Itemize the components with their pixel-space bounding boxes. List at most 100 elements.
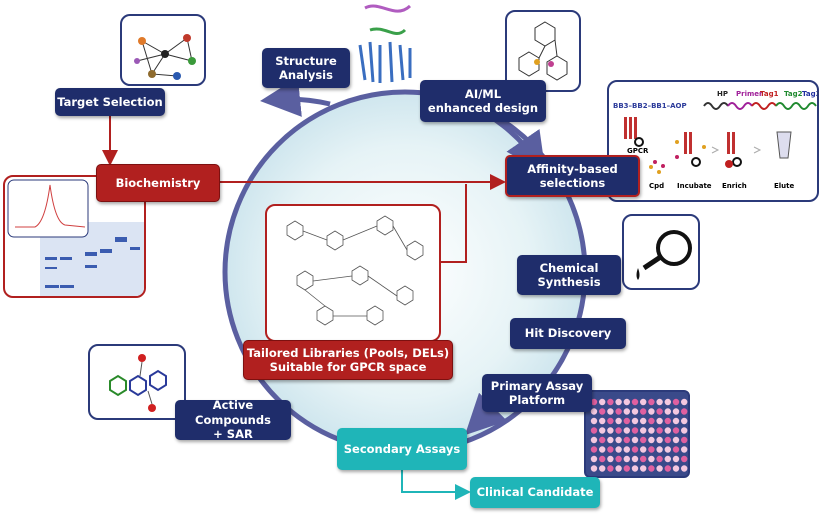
- step-structure-analysis[interactable]: Structure Analysis: [262, 48, 350, 88]
- plate-well: [590, 465, 598, 472]
- plate-well: [648, 408, 655, 415]
- plate-well: [607, 417, 614, 425]
- plate-well: [615, 465, 622, 472]
- plate-well: [656, 398, 663, 406]
- step-active-compounds[interactable]: Active Compounds + SAR: [175, 398, 291, 441]
- plate-well: [623, 398, 630, 406]
- active-compound-image: [88, 344, 186, 420]
- step-biochemistry[interactable]: Biochemistry: [96, 164, 220, 202]
- plate-well: [648, 455, 655, 463]
- plate-well: [672, 398, 680, 406]
- plate-well: [607, 427, 614, 434]
- plate-well: [590, 398, 598, 406]
- plate-well: [664, 455, 671, 463]
- plate-well: [623, 427, 630, 434]
- plate-well: [590, 446, 598, 453]
- plate-well: [681, 427, 688, 434]
- plate-well: [631, 436, 639, 444]
- arrow-secondary-to-clinical: [401, 470, 471, 500]
- plate-well: [664, 417, 671, 425]
- arrow-library-to-affinity: [440, 184, 467, 263]
- plate-well: [640, 446, 647, 453]
- plate-well: [631, 427, 639, 434]
- assay-plate-image: [584, 390, 690, 478]
- plate-well: [672, 436, 680, 444]
- plate-well: [590, 455, 598, 463]
- plate-well: [664, 427, 671, 434]
- plate-well: [648, 398, 655, 406]
- hp-label: HP: [717, 90, 728, 98]
- plate-well: [615, 446, 622, 453]
- plate-well: [623, 408, 630, 415]
- elute-label: Elute: [774, 182, 795, 190]
- plate-well: [623, 417, 630, 425]
- plate-well: [681, 408, 688, 415]
- tag1-label: Tag1: [760, 90, 779, 98]
- plate-well: [631, 455, 639, 463]
- plate-well: [640, 417, 647, 425]
- step-primary-assay[interactable]: Primary Assay Platform: [482, 374, 592, 412]
- step-chemical-synthesis[interactable]: Chemical Synthesis: [517, 255, 621, 295]
- plate-well: [631, 398, 639, 406]
- step-ai-ml-design[interactable]: AI/ML enhanced design: [420, 80, 546, 122]
- plate-well: [599, 446, 606, 453]
- step-clinical-candidate[interactable]: Clinical Candidate: [470, 477, 600, 508]
- plate-well: [656, 427, 663, 434]
- plate-well: [681, 446, 688, 453]
- plate-well: [590, 408, 598, 415]
- plate-well: [664, 446, 671, 453]
- target-network-image: [120, 14, 206, 86]
- plate-well: [640, 455, 647, 463]
- plate-well: [599, 417, 606, 425]
- plate-well: [656, 455, 663, 463]
- plate-well: [599, 398, 606, 406]
- plate-well: [640, 465, 647, 472]
- compound-library-image: [265, 204, 441, 342]
- plate-well: [607, 436, 614, 444]
- plate-well: [607, 455, 614, 463]
- protein-structure-image: [345, 0, 427, 86]
- plate-well: [672, 408, 680, 415]
- plate-well: [656, 436, 663, 444]
- plate-well: [672, 446, 680, 453]
- plate-well: [656, 446, 663, 453]
- plate-well: [623, 465, 630, 472]
- plate-well: [664, 465, 671, 472]
- plate-well: [648, 436, 655, 444]
- affinity-selection-panel: BB3–BB2–BB1–AOP HP Primer Tag1 Tag2 Tag3…: [607, 80, 819, 202]
- plate-well: [648, 417, 655, 425]
- plate-well: [681, 398, 688, 406]
- gpcr-label: GPCR: [627, 147, 649, 155]
- plate-well: [607, 465, 614, 472]
- plate-well: [590, 436, 598, 444]
- step-affinity-selections[interactable]: Affinity-based selections: [505, 155, 640, 197]
- plate-well: [615, 427, 622, 434]
- plate-well: [681, 455, 688, 463]
- plate-well: [623, 436, 630, 444]
- step-secondary-assays[interactable]: Secondary Assays: [337, 428, 467, 470]
- step-target-selection[interactable]: Target Selection: [55, 88, 165, 116]
- plate-well: [631, 465, 639, 472]
- step-tailored-libraries[interactable]: Tailored Libraries (Pools, DELs) Suitabl…: [243, 340, 453, 380]
- plate-well: [615, 398, 622, 406]
- step-hit-discovery[interactable]: Hit Discovery: [510, 318, 626, 349]
- enrich-label: Enrich: [722, 182, 747, 190]
- plate-well: [672, 417, 680, 425]
- bb-chain-label: BB3–BB2–BB1–AOP: [613, 102, 687, 110]
- plate-well: [672, 455, 680, 463]
- plate-well: [590, 417, 598, 425]
- plate-well: [640, 427, 647, 434]
- plate-well: [623, 455, 630, 463]
- plate-well: [664, 436, 671, 444]
- plate-well: [599, 436, 606, 444]
- plate-well: [656, 408, 663, 415]
- plate-well: [664, 408, 671, 415]
- plate-well: [599, 465, 606, 472]
- tag2-label: Tag2: [784, 90, 803, 98]
- plate-well: [599, 455, 606, 463]
- plate-well: [648, 446, 655, 453]
- plate-well: [664, 398, 671, 406]
- plate-well: [615, 417, 622, 425]
- plate-well: [599, 427, 606, 434]
